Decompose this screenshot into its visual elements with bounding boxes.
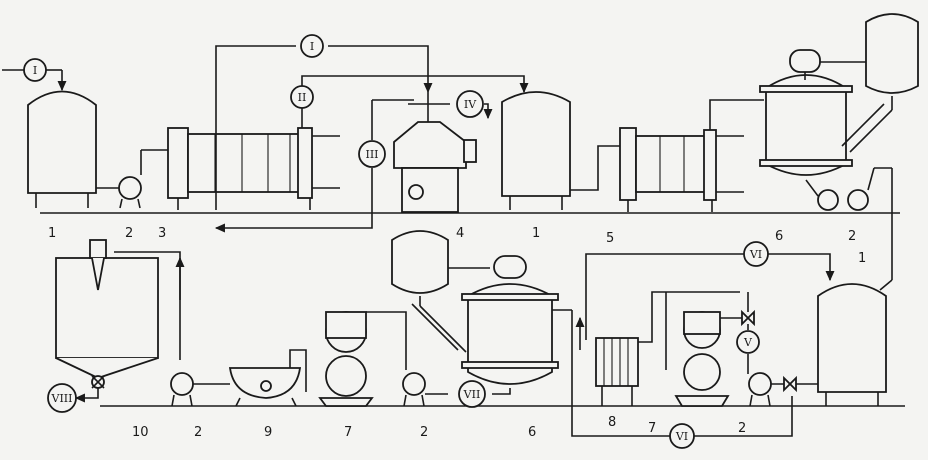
line-ii-2 <box>301 75 529 94</box>
stream-label-iv: IV <box>456 90 484 118</box>
pump-to-tank10 <box>114 251 181 360</box>
tank-1-bottom-right <box>817 283 887 406</box>
pump-2-bottom-right <box>748 372 818 407</box>
stream-label-text: I <box>33 64 37 77</box>
equipment-number: 1 <box>48 226 56 241</box>
equipment-number: 6 <box>528 425 536 440</box>
plate-heat-exchanger-3 <box>167 127 340 210</box>
stream-label-vii: VII <box>458 380 486 408</box>
stream-label-text: V <box>743 336 753 349</box>
machine-7-left <box>318 311 374 407</box>
tank-1-left <box>27 90 97 208</box>
stream-label-text: VI <box>749 248 762 261</box>
machine7-line <box>366 311 407 370</box>
stream-label-text: I <box>310 40 314 53</box>
stream-label-iii: III <box>358 140 386 168</box>
stream-label-ii: II <box>290 85 314 109</box>
valve-stack <box>741 292 755 374</box>
stream-label-vi-bottom: VI <box>669 423 695 449</box>
stream-label-text: VIII <box>51 392 73 405</box>
stream-label-text: IV <box>464 98 477 111</box>
stream-label-text: II <box>298 91 307 104</box>
pump-2-bottom-left <box>170 372 230 407</box>
cooler-8 <box>595 337 639 406</box>
pump-2-top-left <box>96 149 168 209</box>
equipment-number-labels: 1 2 3 4 1 5 6 2 1 10 2 9 7 2 6 8 7 2 <box>48 226 866 440</box>
stream-label-i-loop: I <box>300 34 324 58</box>
line-iii-2 <box>214 168 373 233</box>
stream-label-viii: VIII <box>47 383 77 413</box>
stream-label-v: V <box>736 330 760 354</box>
equipment-number: 2 <box>738 421 746 436</box>
loop-i-line-2 <box>328 45 433 94</box>
equipment-number: 1 <box>532 226 540 241</box>
tank-to-hex5 <box>570 145 620 191</box>
line-vii <box>492 388 511 395</box>
equipment-number: 7 <box>648 421 656 436</box>
line-to-tank1 <box>879 279 893 291</box>
equipment-number: 2 <box>420 425 428 440</box>
stream-label-text: III <box>365 148 378 161</box>
equipment-number: 9 <box>264 425 272 440</box>
stream-label-vi-top: VI <box>743 241 769 267</box>
stream-label-text: VII <box>463 388 481 401</box>
vessel-6-bottom <box>391 230 572 385</box>
separator-4 <box>393 92 477 213</box>
stream-label-i-inlet: I <box>23 58 47 82</box>
loop-i-line <box>215 45 296 210</box>
pump-2-bottom-middle <box>402 372 448 407</box>
tank-1-middle <box>501 91 571 210</box>
cooler-line <box>638 291 740 343</box>
line-iv <box>483 103 493 120</box>
stream-label-text: VI <box>675 430 688 443</box>
equipment-number: 6 <box>775 229 783 244</box>
equipment-number: 2 <box>194 425 202 440</box>
pump-2-top-right <box>805 167 893 280</box>
equipment-number: 5 <box>606 231 614 246</box>
machine-7-right <box>674 311 730 407</box>
vessel-9 <box>228 349 307 407</box>
equipment-number: 1 <box>858 251 866 266</box>
line-viii <box>74 388 99 403</box>
equipment-number: 3 <box>158 226 166 241</box>
plate-heat-exchanger-5 <box>619 127 744 212</box>
vessel-6-top <box>759 49 853 176</box>
equipment-number: 8 <box>608 415 616 430</box>
equipment-number: 4 <box>456 226 464 241</box>
hex5-to-vessel <box>709 99 764 130</box>
tank-10 <box>55 239 159 389</box>
line-vi-top <box>585 253 835 340</box>
equipment-number: 2 <box>125 226 133 241</box>
equipment-number: 7 <box>344 425 352 440</box>
receiver-tank-top-right <box>820 13 919 153</box>
equipment-number: 2 <box>848 229 856 244</box>
equipment-number: 10 <box>132 425 149 440</box>
